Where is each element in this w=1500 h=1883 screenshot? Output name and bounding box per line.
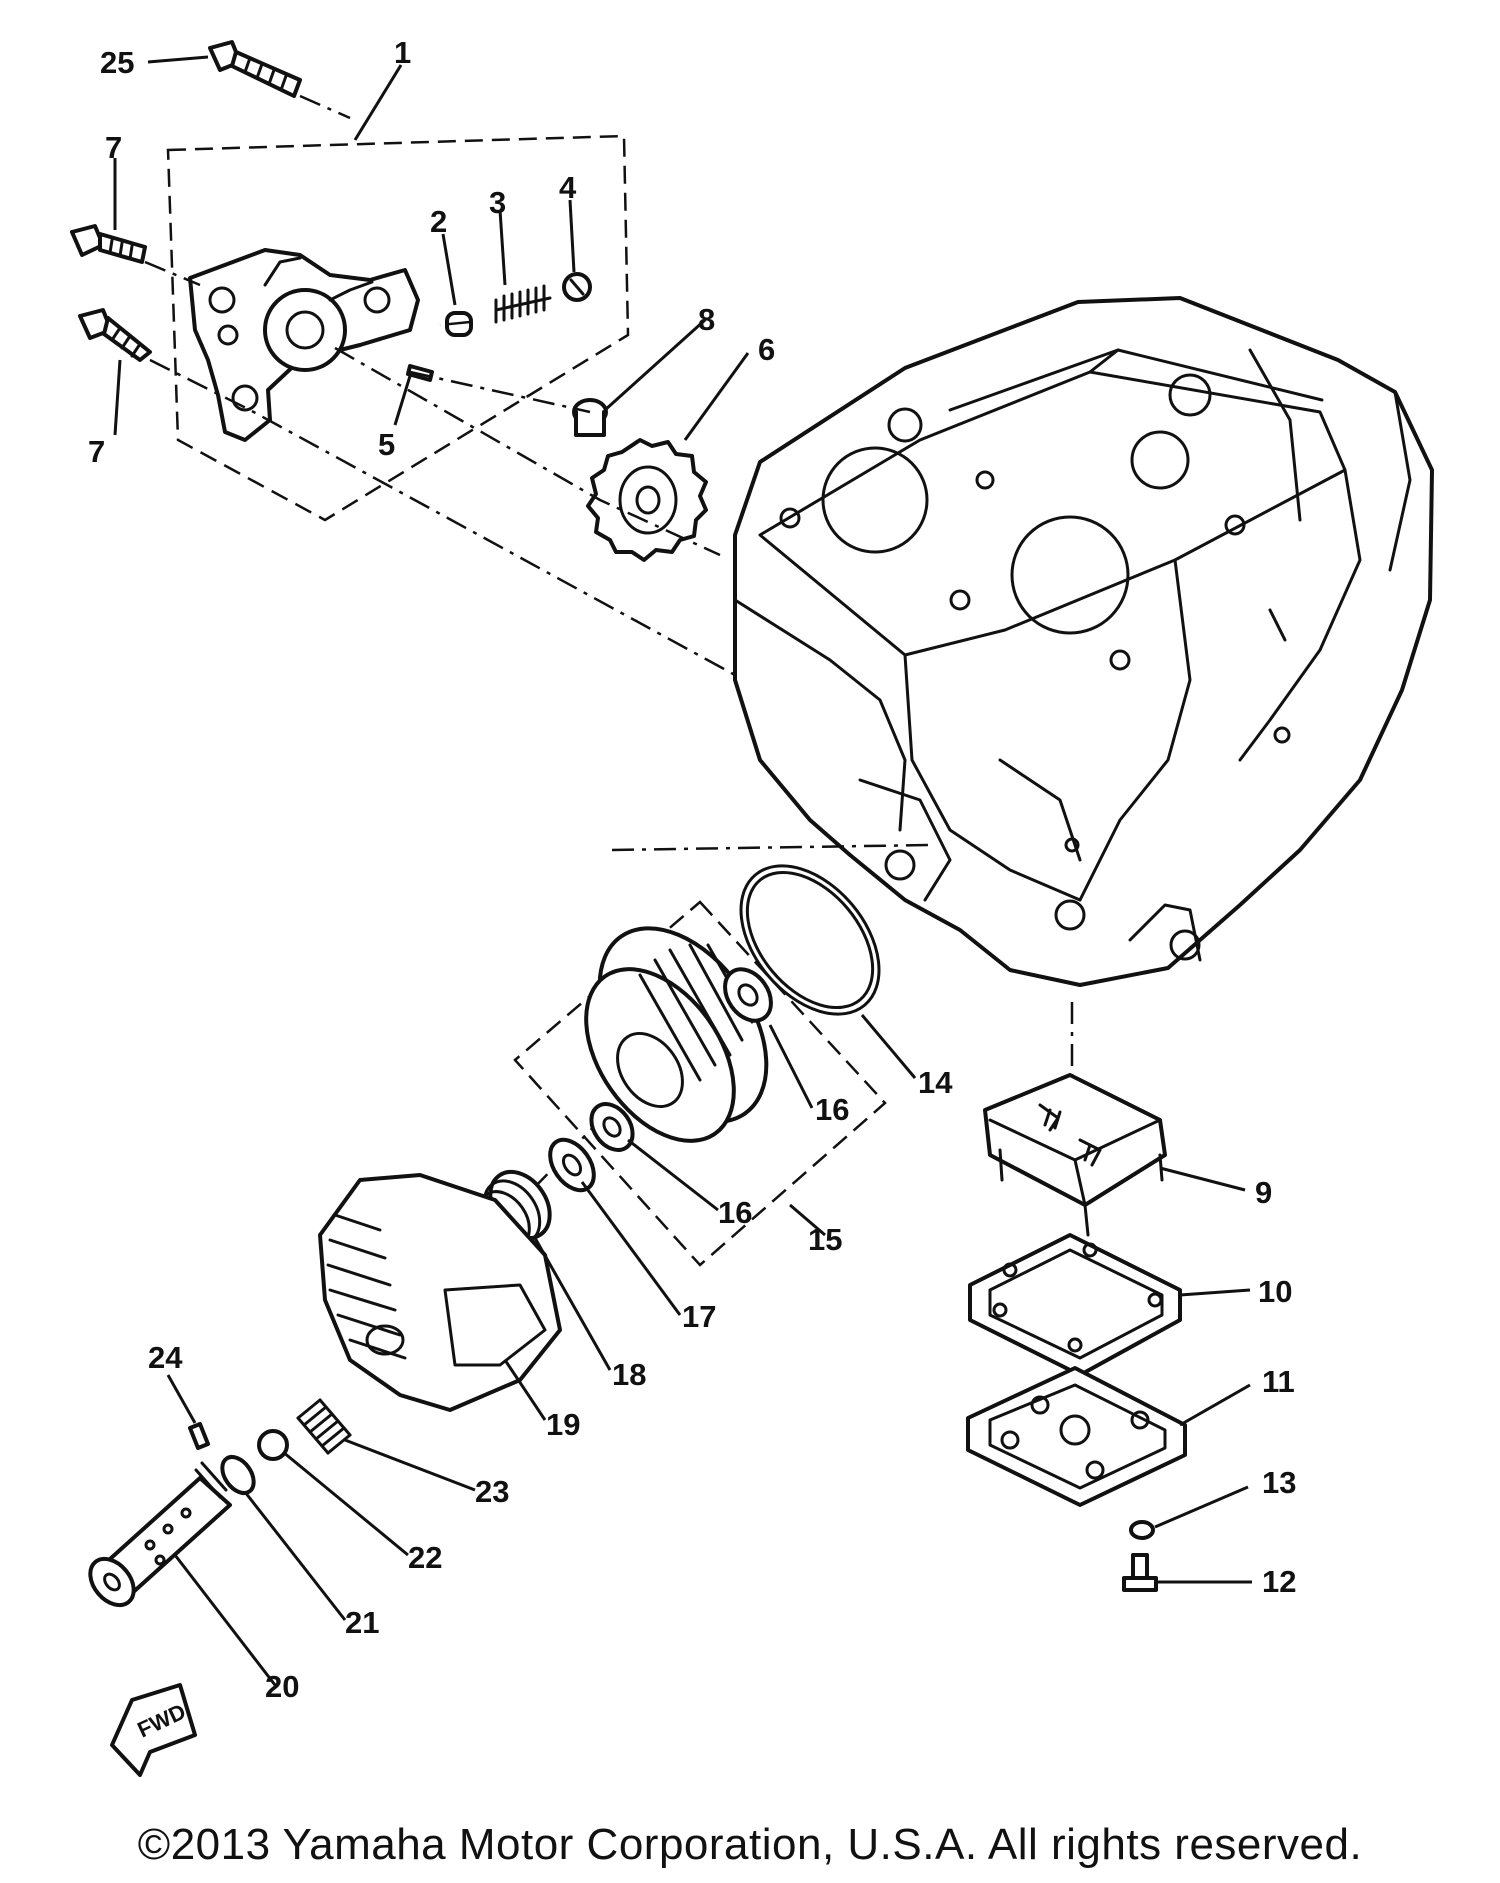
callout-labels: 25 1 7 2 3 4 8 6 5 7 14 16 9 16 15 10 17…	[88, 35, 1296, 1704]
filter-washer-bottom	[589, 1102, 635, 1152]
pump-mount-bolt	[208, 40, 302, 98]
callout-2: 2	[430, 204, 447, 239]
callout-23: 23	[475, 1474, 509, 1509]
callout-21: 21	[345, 1605, 379, 1640]
bypass-valve-spring	[296, 1398, 352, 1455]
callout-8: 8	[698, 302, 715, 337]
alignment-line	[144, 260, 201, 287]
callout-3: 3	[489, 185, 506, 220]
drain-bolt	[1122, 1553, 1158, 1592]
oil-strainer	[983, 1073, 1167, 1237]
pump-assembly-outline	[166, 134, 630, 522]
drain-washer	[1129, 1520, 1155, 1540]
callout-25: 25	[100, 45, 134, 80]
union-bolt-o-ring	[220, 1454, 256, 1496]
oil-filter-element	[584, 926, 769, 1143]
pump-bolt-upper	[70, 224, 147, 264]
alignment-line	[409, 370, 591, 414]
callout-1: 1	[394, 35, 411, 70]
alignment-line	[334, 346, 721, 557]
callout-19: 19	[546, 1407, 580, 1442]
callout-22: 22	[408, 1540, 442, 1575]
callout-18: 18	[612, 1357, 646, 1392]
filter-o-ring-inner	[745, 870, 875, 1010]
filter-plain-washer	[548, 1137, 596, 1193]
callout-17: 17	[682, 1299, 716, 1334]
callout-11: 11	[1262, 1364, 1295, 1399]
union-bolt-pin	[188, 1422, 210, 1450]
pump-bolt-lower	[78, 308, 152, 362]
callout-16-upper: 16	[815, 1092, 849, 1127]
filter-washer-top	[723, 967, 773, 1023]
copyright-notice: ©2013 Yamaha Motor Corporation, U.S.A. A…	[137, 1820, 1363, 1869]
callout-20: 20	[265, 1669, 299, 1704]
alignment-line	[299, 94, 351, 120]
leader-lines	[113, 55, 1252, 1686]
strainer-cover	[966, 1366, 1187, 1507]
alignment-line	[611, 843, 931, 852]
oil-pump-body	[188, 248, 420, 442]
callout-5: 5	[378, 427, 395, 462]
filter-o-ring	[739, 864, 881, 1016]
callout-7-upper: 7	[105, 130, 122, 165]
callout-12: 12	[1262, 1564, 1296, 1599]
filter-assembly-outline	[513, 900, 887, 1267]
callout-14: 14	[918, 1065, 953, 1100]
callout-7-lower: 7	[88, 434, 105, 469]
bypass-valve-ball	[257, 1429, 289, 1461]
alignment-line	[439, 320, 471, 327]
relief-valve-spring	[494, 284, 552, 324]
callout-15: 15	[808, 1222, 842, 1257]
pump-dowel-pin	[572, 398, 608, 437]
crankcase	[733, 296, 1434, 987]
callout-13: 13	[1262, 1465, 1296, 1500]
callout-9: 9	[1255, 1175, 1272, 1210]
callout-4: 4	[559, 170, 577, 205]
strainer-gasket	[968, 1233, 1182, 1377]
filter-union-bolt	[88, 1461, 232, 1608]
pump-drive-gear	[586, 438, 708, 562]
alignment-line	[149, 358, 736, 677]
callout-6: 6	[758, 332, 775, 367]
callout-16-lower: 16	[718, 1195, 752, 1230]
callout-10: 10	[1258, 1274, 1292, 1309]
callout-24: 24	[148, 1340, 183, 1375]
relief-valve-plug	[562, 272, 592, 302]
filter-cover	[318, 1173, 562, 1412]
fwd-arrow: FWD	[110, 1683, 197, 1777]
